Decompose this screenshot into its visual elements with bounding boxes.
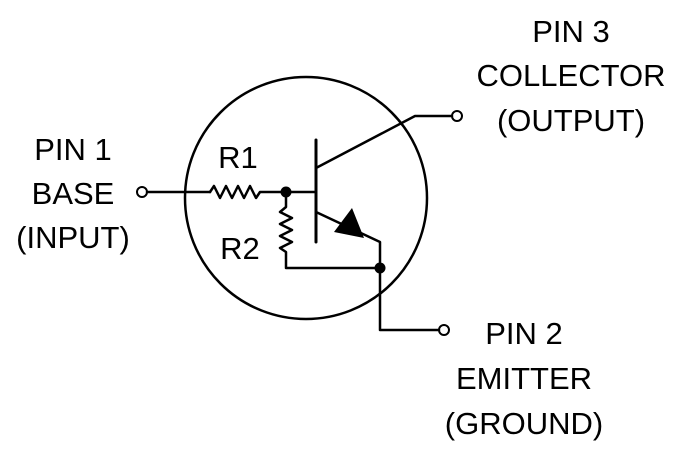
pin2-ground-label: (GROUND) xyxy=(445,406,603,441)
pin1-label: PIN 1 xyxy=(34,132,112,167)
r1-label: R1 xyxy=(218,140,258,175)
pin1-input-label: (INPUT) xyxy=(16,220,130,255)
pin1-terminal[interactable] xyxy=(136,186,148,198)
collector-lead xyxy=(314,114,454,170)
pin3-output-label: (OUTPUT) xyxy=(497,103,645,138)
r2-label: R2 xyxy=(220,231,260,266)
pin1-base-label: BASE xyxy=(32,176,115,211)
pin2-emitter-label: EMITTER xyxy=(456,361,592,396)
pin3-collector-label: COLLECTOR xyxy=(477,58,666,93)
package-circle xyxy=(183,75,429,321)
pin2-terminal[interactable] xyxy=(438,324,450,336)
pin3-terminal[interactable] xyxy=(451,110,463,122)
pin2-label: PIN 2 xyxy=(485,316,563,351)
junction-dot-emitter xyxy=(374,262,386,274)
pin3-label: PIN 3 xyxy=(532,14,610,49)
emitter-arrow xyxy=(334,208,364,238)
r1-resistor xyxy=(208,184,318,200)
junction-dot-base xyxy=(280,186,292,198)
r2-resistor xyxy=(278,190,382,270)
